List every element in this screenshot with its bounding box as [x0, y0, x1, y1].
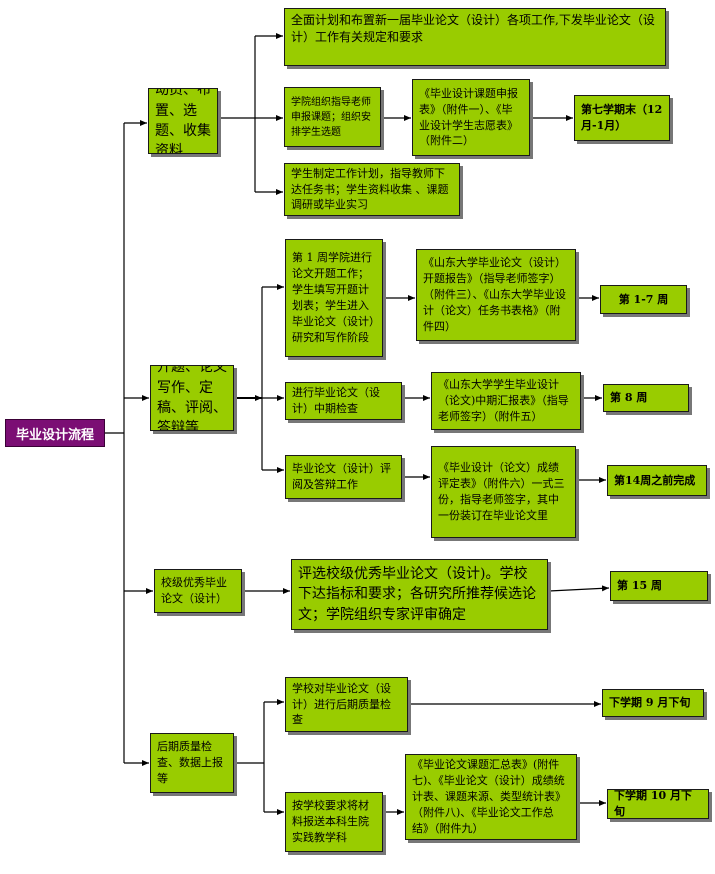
time-weeks-1-7: 第 1-7 周 [600, 285, 687, 314]
step-student-plan: 学生制定工作计划，指导教师下达任务书；学生资料收集 、课题调研或毕业实习 [284, 163, 460, 216]
step-topic-application: 学院组织指导老师申报课题；组织安排学生选题 [284, 87, 381, 147]
stage-excellent-thesis: 校级优秀毕业论文（设计） [154, 569, 242, 613]
doc-summary-tables: 《毕业论文课题汇总表》(附件七)、《毕业论文（设计）成绩统计表、课题来源、类型统… [405, 754, 577, 840]
step-overall-plan: 全面计划和布置新一届毕业论文（设计）各项工作,下发毕业论文（设计）工作有关规定和… [284, 8, 666, 66]
time-week-8: 第 8 周 [603, 384, 689, 412]
step-excellent-selection: 评选校级优秀毕业论文（设计)。学校下达指标和要求；各研究所推荐候选论文；学院组织… [291, 559, 548, 630]
time-sem2-oct-late: 下学期 10 月下旬 [607, 789, 709, 819]
time-sem2-sep-late: 下学期 9 月下旬 [602, 689, 704, 717]
step-post-quality-check: 学校对毕业论文（设计）进行后期质量检查 [285, 677, 408, 732]
doc-topic-forms: 《毕业设计课题申报表》（附件一）、《毕业设计学生志愿表》（附件二） [412, 79, 530, 156]
stage-mobilization: 动员、布置、选题、收集资料 [148, 88, 218, 154]
doc-midterm-report: 《山东大学学生毕业设计（论文)中期汇报表》（指导老师签字）（附件五） [431, 372, 581, 430]
stage-quality-check: 后期质量检查、数据上报等 [150, 733, 234, 793]
root-node-graduation-process: 毕业设计流程 [5, 419, 105, 447]
time-week-15: 第 15 周 [610, 571, 708, 601]
step-proposal: 第 1 周学院进行论文开题工作；学生填写开题计划表；学生进入毕业论文（设计）研究… [285, 239, 383, 357]
time-semester7-end: 第七学期末（12月-1月） [574, 95, 670, 141]
step-midterm-check: 进行毕业论文（设计）中期检查 [285, 382, 402, 420]
stage-thesis-writing: 开题、论文写作、定稿、评阅、答辩等 [150, 365, 234, 431]
step-review-defense: 毕业论文（设计）评阅及答辩工作 [285, 455, 402, 499]
doc-grade-sheet: 《毕业设计（论文）成绩评定表》（附件六）一式三份，指导老师签字，其中一份装订在毕… [431, 446, 576, 538]
arrow-to-week-15 [548, 585, 610, 592]
step-submit-materials: 按学校要求将材料报送本科生院实践教学科 [285, 792, 383, 852]
time-before-week-14: 第14周之前完成 [607, 465, 707, 496]
doc-proposal-report: 《山东大学毕业论文（设计）开题报告》（指导老师签字）（附件三）、《山东大学毕业设… [416, 249, 576, 341]
